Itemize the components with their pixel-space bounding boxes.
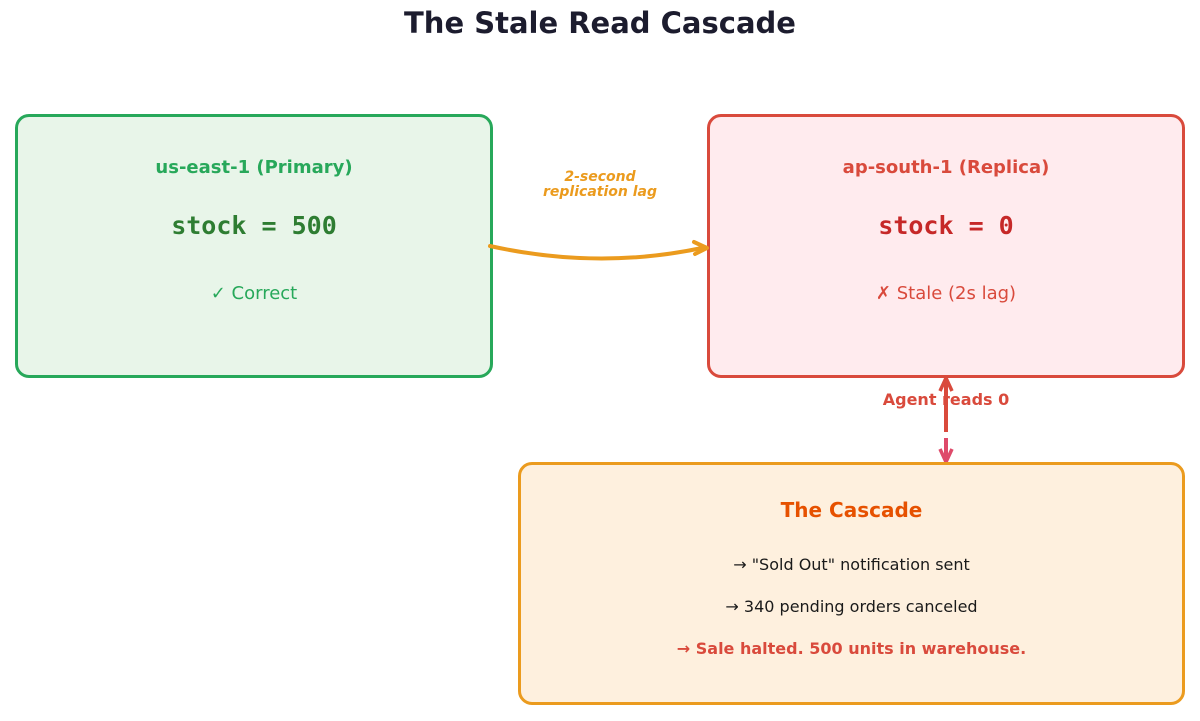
- replication-lag-label: 2-second replication lag: [500, 170, 700, 200]
- replication-arrow: [488, 244, 704, 261]
- replica-status: ✗ Stale (2s lag): [875, 283, 1017, 304]
- cascade-consequence-2: → 340 pending orders canceled: [725, 597, 978, 616]
- primary-status: ✓ Correct: [210, 283, 298, 304]
- replication-lag-label-line2: replication lag: [543, 184, 657, 200]
- replica-stock-value: stock = 0: [878, 211, 1014, 240]
- replica-node-name: ap-south-1 (Replica): [842, 157, 1050, 178]
- cascade-box: The Cascade → "Sold Out" notification se…: [518, 462, 1185, 705]
- diagram-title: The Stale Read Cascade: [404, 6, 796, 40]
- cascade-title: The Cascade: [780, 498, 923, 522]
- agent-read-label: Agent reads 0: [882, 390, 1010, 409]
- primary-node-name: us-east-1 (Primary): [155, 157, 353, 178]
- replication-lag-label-line1: 2-second: [564, 169, 636, 185]
- cascade-consequence-1: → "Sold Out" notification sent: [733, 555, 970, 574]
- cascade-consequence-3: → Sale halted. 500 units in warehouse.: [676, 639, 1027, 658]
- primary-node-box: us-east-1 (Primary) stock = 500 ✓ Correc…: [15, 114, 493, 378]
- replication-arrowhead: [692, 240, 709, 256]
- primary-stock-value: stock = 500: [171, 211, 337, 240]
- agent-read-arrowhead-up: [938, 376, 954, 392]
